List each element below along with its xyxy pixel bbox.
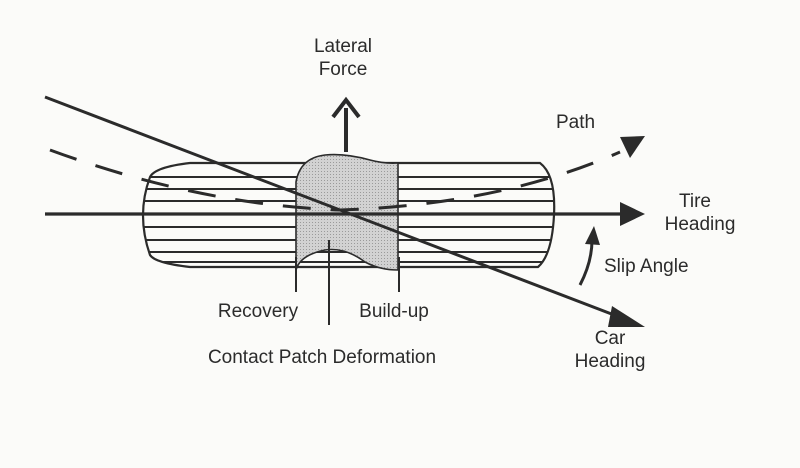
car-heading-arrowhead	[608, 306, 645, 327]
car-heading-label-line2: Heading	[575, 351, 646, 372]
tire-outline	[141, 161, 556, 269]
lateral-force-label-line2: Force	[319, 59, 368, 80]
caption: Contact Patch Deformation	[208, 347, 436, 368]
slip-angle-arrowhead	[585, 226, 600, 245]
car-heading-label-line1: Car	[595, 328, 626, 349]
tire-heading-arrowhead	[620, 202, 645, 226]
lateral-force-label-line1: Lateral	[314, 36, 372, 57]
tire-heading-label-line2: Heading	[665, 214, 736, 235]
recovery-label: Recovery	[218, 301, 299, 322]
slip-angle-arc	[578, 239, 594, 286]
build-up-label: Build-up	[359, 301, 429, 322]
path-curve	[49, 148, 621, 212]
path-arrowhead	[620, 136, 645, 158]
car-heading-line	[44, 95, 623, 320]
lateral-force-arrowhead	[331, 96, 361, 119]
path-label: Path	[556, 112, 595, 133]
slip-angle-label: Slip Angle	[604, 256, 689, 277]
tire-heading-label-line1: Tire	[679, 191, 711, 212]
